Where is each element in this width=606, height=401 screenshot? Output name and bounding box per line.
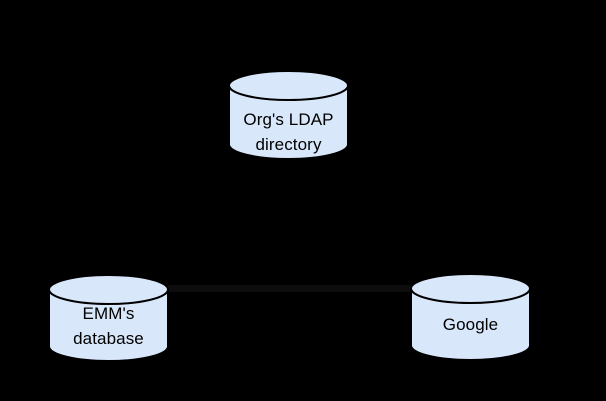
cylinder-body [410, 287, 531, 361]
cylinder-top-ellipse [410, 273, 531, 304]
node-emms-database [48, 274, 169, 362]
database-cylinder-icon [228, 70, 349, 160]
database-cylinder-icon [48, 274, 169, 362]
cylinder-body [48, 288, 169, 362]
database-cylinder-icon [410, 273, 531, 361]
emm-google-connector-line [168, 285, 410, 292]
cylinder-top-ellipse [48, 274, 169, 305]
cylinder-body [228, 84, 349, 160]
node-orgs-ldap-directory [228, 70, 349, 160]
node-google [410, 273, 531, 361]
cylinder-top-ellipse [228, 70, 349, 101]
